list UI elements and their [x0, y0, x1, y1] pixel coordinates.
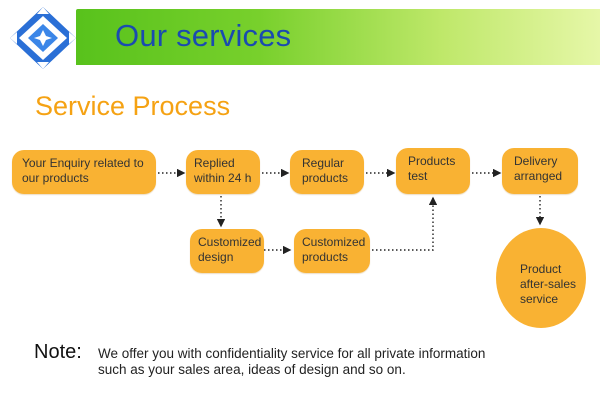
blue-diamond-logo-icon: [10, 7, 76, 69]
step-after-sales-service: Product after-sales service: [496, 228, 586, 328]
step-replied: Replied within 24 h: [186, 150, 260, 194]
step-regular-products: Regular products: [290, 150, 364, 194]
section-title: Service Process: [35, 91, 231, 121]
header-banner: [76, 9, 600, 65]
page-title: Our services: [115, 18, 292, 53]
step-customized-products: Customized products: [294, 229, 370, 273]
step-enquiry: Your Enquiry related to our products: [12, 150, 156, 194]
step-products-test: Products test: [396, 148, 470, 194]
note-text: We offer you with confidentiality servic…: [98, 346, 486, 377]
step-delivery: Delivery arranged: [502, 148, 578, 194]
note-label: Note:: [34, 341, 82, 363]
arrow-customized-products-to-test: [372, 196, 438, 251]
step-customized-design: Customized design: [190, 229, 264, 273]
